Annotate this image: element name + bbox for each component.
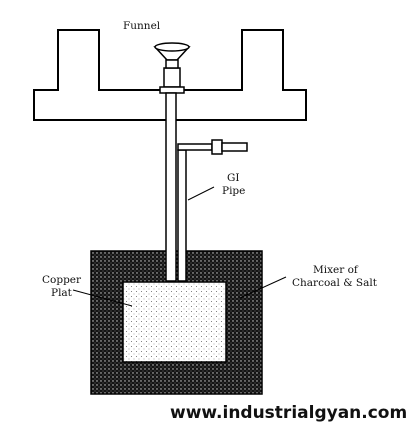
- copper-label-line1: Copper: [42, 274, 82, 286]
- gi-pipe-label-line1: GI: [227, 172, 240, 184]
- mixer-leader: [239, 276, 287, 299]
- copper-leader: [72, 289, 133, 307]
- funnel-icon: [153, 42, 191, 94]
- website-watermark: www.industrialgyan.com: [170, 403, 407, 423]
- gi-pipe: [165, 92, 248, 282]
- gi-pipe-label-line2: Pipe: [222, 185, 245, 197]
- gi-pipe-leader: [187, 186, 215, 201]
- ground-structure-outline: [33, 29, 307, 121]
- funnel-label: Funnel: [123, 20, 161, 32]
- copper-plate: [122, 281, 227, 363]
- mixer-label-line2: Charcoal & Salt: [292, 277, 378, 289]
- copper-label-line2: Plat: [51, 287, 73, 299]
- mixer-label-line1: Mixer of: [313, 264, 359, 276]
